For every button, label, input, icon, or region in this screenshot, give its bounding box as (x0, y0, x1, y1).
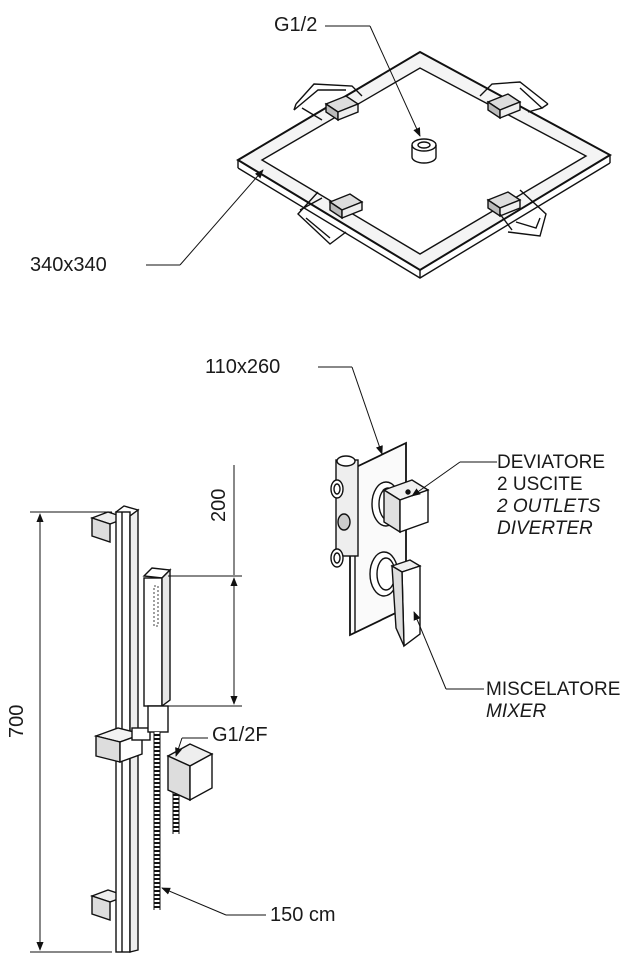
head-bracket-bottom-right (486, 189, 547, 237)
leader-diverter (411, 461, 497, 497)
plate-size-label: 110x260 (205, 356, 281, 378)
leader-340x340 (146, 169, 264, 266)
mixer-lever (369, 551, 422, 648)
leader-110x260 (318, 366, 383, 455)
mixer-label-it: MISCELATORE (486, 679, 621, 700)
head-size-label: 340x340 (30, 254, 107, 276)
diverter-label-en-1: 2 OUTLETS (497, 496, 601, 517)
overhead-shower-head (236, 50, 613, 279)
slide-rail (89, 505, 151, 953)
diverter-label-en-2: DIVERTER (497, 518, 593, 539)
leader-mixer (413, 611, 484, 690)
hose-length-label: 150 cm (270, 904, 336, 926)
wall-outlet-elbow (166, 743, 214, 802)
mixer-label-en: MIXER (486, 701, 547, 722)
leader-hose-length (161, 887, 266, 916)
valve-body (330, 455, 359, 568)
handshower-connection-label: G1/2F (212, 724, 268, 746)
head-bracket-top-right (479, 81, 549, 120)
diverter-label: DEVIATORE 2 USCITE 2 OUTLETS DIVERTER (497, 452, 605, 540)
diverter-label-it-1: DEVIATORE (497, 452, 606, 473)
mixer-label: MISCELATORE MIXER (486, 679, 620, 723)
hand-shower (142, 567, 172, 733)
dimension-700-label: 700 (6, 704, 28, 738)
dimension-200 (168, 465, 242, 707)
mixer-diverter-unit (330, 441, 430, 648)
leader-g12-head (325, 25, 421, 137)
head-connection-label: G1/2 (274, 14, 318, 36)
dimension-700 (30, 511, 112, 953)
leader-g12f (175, 737, 208, 757)
dimension-200-label: 200 (208, 488, 230, 522)
diverter-label-it-2: 2 USCITE (497, 474, 583, 495)
head-bracket-top-left (293, 83, 363, 122)
head-connector (411, 138, 437, 164)
head-bracket-bottom-left (297, 191, 364, 245)
diverter-knob (371, 479, 430, 534)
